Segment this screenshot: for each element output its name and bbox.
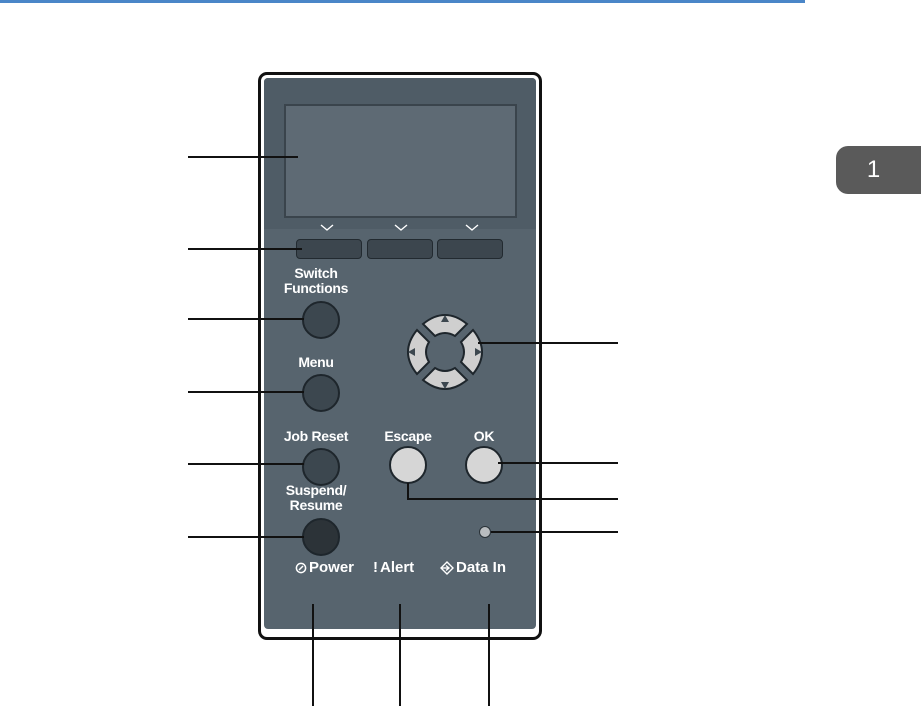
data-in-icon <box>440 560 454 575</box>
data-in-led <box>479 526 491 538</box>
escape-button[interactable] <box>389 446 427 484</box>
power-indicator-label: Power <box>295 559 354 576</box>
switch-functions-label-line1: Switch <box>294 265 338 281</box>
switch-functions-label: Switch Functions <box>280 266 352 296</box>
callout-line-data-in-led <box>491 531 618 533</box>
chevron-down-icon <box>465 224 479 231</box>
selection-key-left[interactable] <box>296 239 362 259</box>
arrow-right-icon <box>475 348 482 356</box>
chevron-down-icon <box>394 224 408 231</box>
suspend-resume-button[interactable] <box>302 518 340 556</box>
ok-label: OK <box>473 428 495 444</box>
chapter-number: 1 <box>866 156 881 183</box>
callout-line-ok <box>498 462 618 464</box>
display-screen <box>284 104 517 218</box>
arrow-up-icon <box>441 315 449 322</box>
callout-line-data-in <box>488 604 490 706</box>
switch-functions-label-line2: Functions <box>283 280 349 296</box>
callout-line-escape <box>407 498 618 500</box>
job-reset-label: Job Reset <box>283 428 349 444</box>
chapter-tab[interactable]: 1 <box>836 146 921 194</box>
switch-functions-button[interactable] <box>302 301 340 339</box>
callout-line-job-reset <box>188 463 304 465</box>
arrow-left-icon <box>408 348 415 356</box>
callout-line-display <box>188 156 298 158</box>
callout-line-alert <box>399 604 401 706</box>
callout-line-power <box>312 604 314 706</box>
up-key[interactable] <box>421 314 469 338</box>
callout-line-suspend-resume <box>188 536 304 538</box>
selection-key-center[interactable] <box>367 239 433 259</box>
callout-line-scroll-keys <box>478 342 618 344</box>
selection-key-right[interactable] <box>437 239 503 259</box>
data-in-indicator-label: Data In <box>440 559 506 576</box>
alert-indicator-label: ! Alert <box>373 559 414 576</box>
power-text: Power <box>309 559 355 576</box>
suspend-resume-label-line2: Resume <box>289 497 343 513</box>
scroll-keys <box>407 314 483 390</box>
callout-line-escape-vertical <box>407 483 409 500</box>
power-icon <box>295 562 307 573</box>
menu-button[interactable] <box>302 374 340 412</box>
escape-label: Escape <box>384 428 432 444</box>
job-reset-button[interactable] <box>302 448 340 486</box>
suspend-resume-label-line1: Suspend/ <box>285 482 347 498</box>
alert-text: Alert <box>380 559 415 576</box>
chevron-down-icon <box>320 224 334 231</box>
left-key[interactable] <box>407 328 431 376</box>
callout-line-menu <box>188 391 304 393</box>
suspend-resume-label: Suspend/ Resume <box>276 483 356 513</box>
right-key[interactable] <box>459 328 483 376</box>
down-key[interactable] <box>421 366 469 390</box>
callout-line-switch-functions <box>188 318 304 320</box>
arrow-down-icon <box>441 382 449 389</box>
ok-button[interactable] <box>465 446 503 484</box>
alert-icon: ! <box>373 559 378 576</box>
header-rule <box>0 0 805 3</box>
data-in-text: Data In <box>456 559 507 576</box>
callout-line-selection-keys <box>188 248 302 250</box>
menu-label: Menu <box>298 354 334 370</box>
